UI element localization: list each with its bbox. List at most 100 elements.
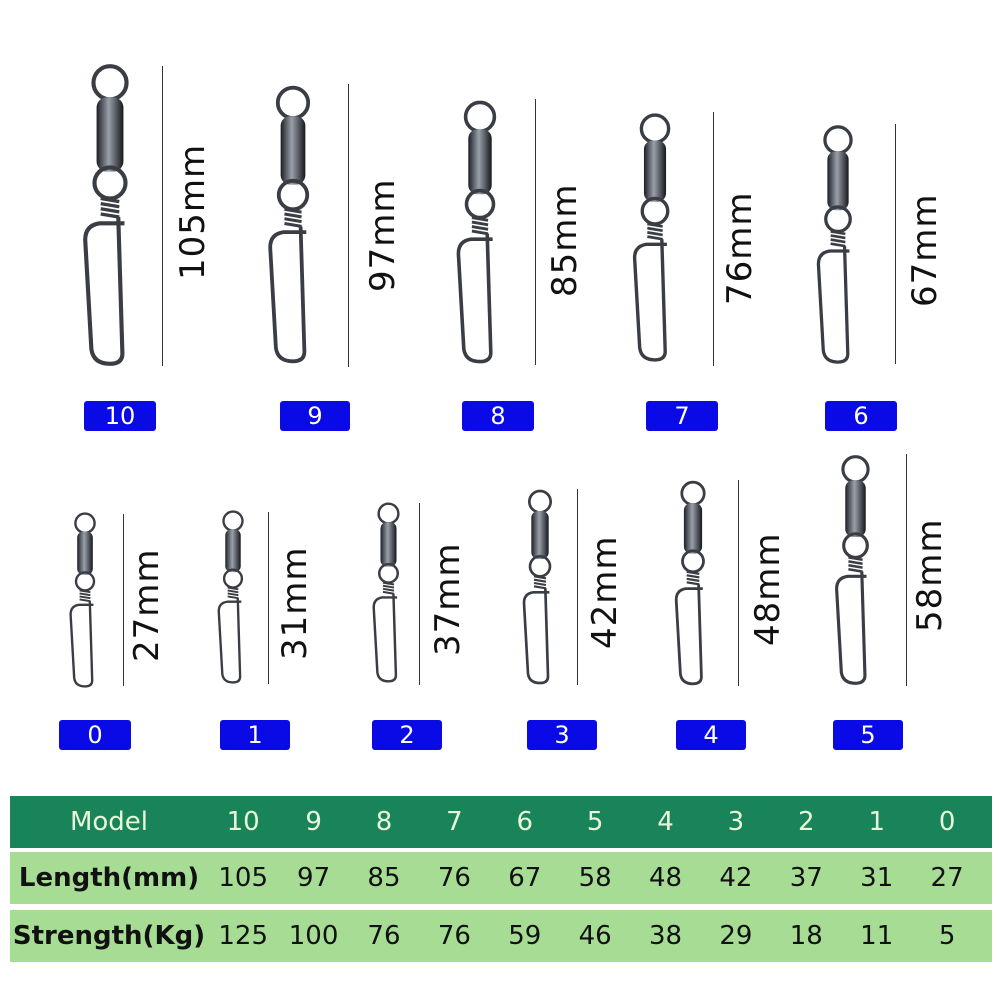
swivel-snap-image xyxy=(674,480,706,686)
length-label: 42mm xyxy=(585,535,625,649)
swivel-item-9: 97mm xyxy=(263,82,403,372)
coil-wrap xyxy=(382,587,395,592)
snap-clip xyxy=(217,598,242,684)
table-cell: 125 xyxy=(218,921,269,951)
table-cell: 29 xyxy=(719,921,753,951)
bottom-ring xyxy=(528,555,552,578)
model-badge-1: 1 xyxy=(220,720,290,750)
table-cell: 42 xyxy=(719,863,753,893)
top-ring xyxy=(275,85,311,120)
swivel-snap-image xyxy=(835,455,870,685)
dimension-line xyxy=(162,66,163,366)
coil-wrap xyxy=(471,216,489,222)
coil-wrap xyxy=(533,581,547,587)
swivel-barrel xyxy=(280,116,306,185)
coil-wrap xyxy=(830,238,846,244)
swivel-snap-image xyxy=(372,502,400,683)
bottom-ring xyxy=(276,178,310,212)
snap-clip xyxy=(816,246,850,364)
swivel-item-1: 31mm xyxy=(213,508,323,688)
dimension-line xyxy=(895,124,896,364)
swivel-item-10: 105mm xyxy=(80,60,220,370)
dimension-line xyxy=(268,512,269,684)
coil-wrap xyxy=(471,225,489,231)
swivel-barrel xyxy=(468,129,492,195)
snap-clip xyxy=(268,226,307,364)
model-badge-4: 4 xyxy=(676,720,746,750)
table-cell: 0 xyxy=(938,807,956,837)
snap-clip xyxy=(632,239,667,362)
table-cell: 97 xyxy=(297,863,331,893)
table-cell: 58 xyxy=(578,863,612,893)
row-label: Length(mm) xyxy=(18,863,200,893)
table-cell: 7 xyxy=(446,807,463,837)
table-cell: 5 xyxy=(938,921,956,951)
table-header-row: Model 10 9 8 7 6 5 4 3 2 1 0 xyxy=(10,796,992,848)
coil-wrap xyxy=(471,229,489,236)
coil-wrap xyxy=(830,242,846,248)
table-cell: 48 xyxy=(648,863,683,893)
coil-wrap xyxy=(647,222,663,228)
table-cell: 27 xyxy=(930,863,964,893)
coil-wrap xyxy=(79,598,91,603)
table-cell: 105 xyxy=(218,863,269,893)
bottom-ring xyxy=(842,532,869,559)
bottom-ring xyxy=(640,196,670,226)
snap-clip xyxy=(83,217,125,366)
top-ring xyxy=(91,64,129,102)
table-cell: 3 xyxy=(727,807,745,837)
bottom-ring xyxy=(378,562,399,584)
bottom-ring xyxy=(222,568,244,589)
model-badge-2: 2 xyxy=(372,720,442,750)
coil-wrap xyxy=(647,235,663,241)
table-cell: 76 xyxy=(437,921,471,951)
swivel-item-5: 58mm xyxy=(828,452,958,692)
table-cell: 37 xyxy=(789,863,823,893)
swivel-snap-image xyxy=(456,100,497,364)
dimension-line xyxy=(577,489,578,685)
coil-wrap xyxy=(79,589,91,594)
swivel-item-3: 42mm xyxy=(515,487,635,687)
coil-wrap xyxy=(227,589,239,594)
table-cell: 1 xyxy=(868,807,885,837)
swivel-item-8: 85mm xyxy=(450,97,590,367)
model-badge-7: 7 xyxy=(646,401,718,431)
table-cell: 76 xyxy=(367,921,401,951)
model-badge-3: 3 xyxy=(527,720,597,750)
table-row-length: Length(mm) 105 97 85 76 67 58 48 42 37 3… xyxy=(10,852,992,904)
table-cell: 85 xyxy=(367,863,401,893)
length-label: 76mm xyxy=(720,191,760,305)
table-cell: 31 xyxy=(860,863,894,893)
swivel-barrel xyxy=(225,529,241,573)
coil-wrap xyxy=(647,226,663,233)
top-ring xyxy=(823,125,853,155)
length-label: 58mm xyxy=(910,518,950,632)
model-badge-9: 9 xyxy=(280,401,350,431)
dimension-line xyxy=(419,503,420,685)
top-ring xyxy=(680,480,706,506)
snap-clip xyxy=(522,588,550,685)
table-cell: 100 xyxy=(288,921,339,951)
length-label: 27mm xyxy=(127,548,167,662)
length-label: 85mm xyxy=(545,183,585,297)
swivel-item-2: 37mm xyxy=(366,500,476,690)
swivel-snap-image xyxy=(217,510,244,684)
snap-clip xyxy=(835,571,867,685)
swivel-item-0: 27mm xyxy=(65,510,175,690)
swivel-barrel xyxy=(845,480,866,537)
coil-wrap xyxy=(284,222,302,228)
coil-wrap xyxy=(100,202,120,209)
dimension-line xyxy=(535,99,536,365)
swivel-snap-image xyxy=(816,125,853,364)
swivel-snap-image xyxy=(83,64,129,366)
row-label: Strength(Kg) xyxy=(12,921,206,951)
coil-wrap xyxy=(647,231,663,237)
coil-wrap xyxy=(848,567,863,573)
coil-wrap xyxy=(848,556,863,562)
snap-clip xyxy=(456,233,493,364)
table-row-strength: Strength(Kg) 125 100 76 76 59 46 38 29 1… xyxy=(10,910,992,962)
snap-clip xyxy=(674,584,703,686)
length-label: 48mm xyxy=(748,532,788,646)
coil-wrap xyxy=(382,581,395,586)
dimension-line xyxy=(738,480,739,686)
